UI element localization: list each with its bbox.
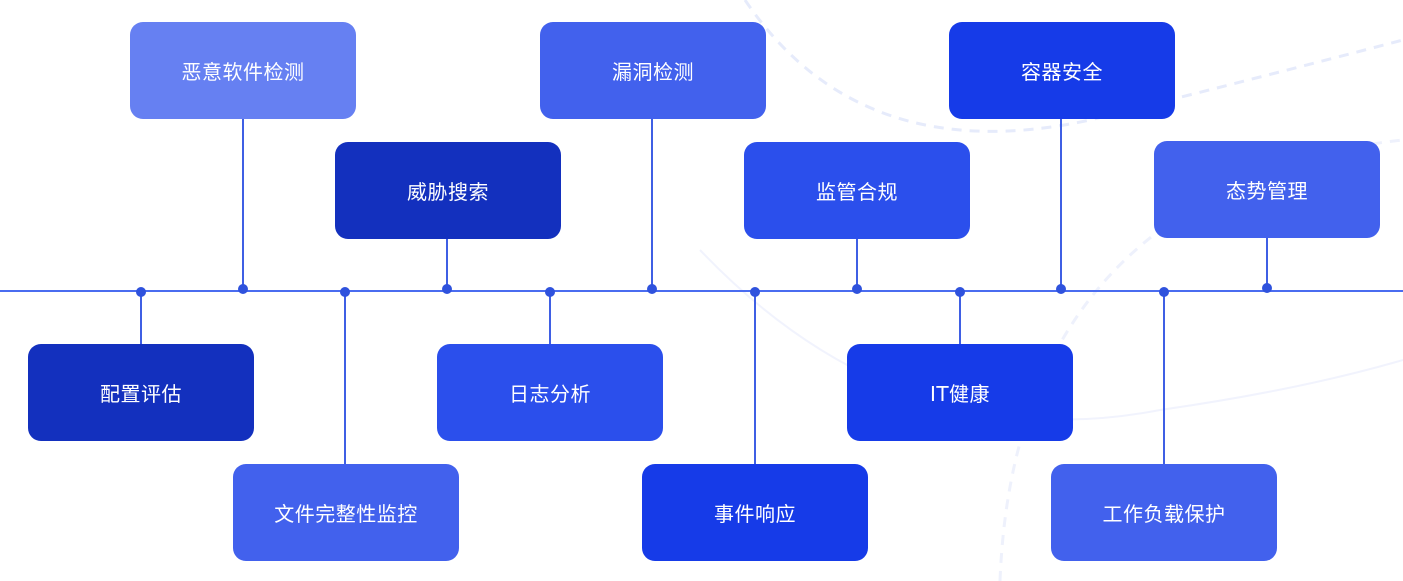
- connector-file-integrity-monitoring: [344, 291, 346, 465]
- connector-incident-response: [754, 291, 756, 465]
- card-configuration-assessment[interactable]: 配置评估: [28, 344, 254, 441]
- axis-node-configuration-assessment: [136, 287, 146, 297]
- card-file-integrity-monitoring[interactable]: 文件完整性监控: [233, 464, 459, 561]
- connector-it-hygiene: [959, 291, 961, 345]
- card-log-analysis[interactable]: 日志分析: [437, 344, 663, 441]
- card-label: 漏洞检测: [612, 60, 694, 84]
- connector-regulatory-compliance: [856, 238, 858, 291]
- card-label: 文件完整性监控: [274, 502, 418, 526]
- connector-container-security: [1060, 118, 1062, 291]
- connector-log-analysis: [549, 291, 551, 345]
- timeline-axis: [0, 290, 1403, 292]
- axis-node-container-security: [1056, 284, 1066, 294]
- axis-node-posture-management: [1262, 283, 1272, 293]
- axis-node-vulnerability-detection: [647, 284, 657, 294]
- card-it-hygiene[interactable]: IT健康: [847, 344, 1073, 441]
- card-malware-detection[interactable]: 恶意软件检测: [130, 22, 356, 119]
- card-regulatory-compliance[interactable]: 监管合规: [744, 142, 970, 239]
- card-label: 配置评估: [100, 382, 182, 406]
- connector-configuration-assessment: [140, 291, 142, 345]
- connector-vulnerability-detection: [651, 118, 653, 291]
- axis-node-workload-protection: [1159, 287, 1169, 297]
- connector-threat-hunting: [446, 238, 448, 291]
- card-label: 工作负载保护: [1102, 502, 1226, 526]
- axis-node-log-analysis: [545, 287, 555, 297]
- card-vulnerability-detection[interactable]: 漏洞检测: [540, 22, 766, 119]
- card-label: IT健康: [929, 382, 991, 406]
- connector-malware-detection: [242, 118, 244, 291]
- card-container-security[interactable]: 容器安全: [949, 22, 1175, 119]
- card-posture-management[interactable]: 态势管理: [1154, 141, 1380, 238]
- card-label: 事件响应: [714, 502, 796, 526]
- axis-node-it-hygiene: [955, 287, 965, 297]
- axis-node-malware-detection: [238, 284, 248, 294]
- card-label: 恶意软件检测: [181, 60, 305, 84]
- card-threat-hunting[interactable]: 威胁搜索: [335, 142, 561, 239]
- card-incident-response[interactable]: 事件响应: [642, 464, 868, 561]
- card-label: 容器安全: [1021, 60, 1103, 84]
- card-workload-protection[interactable]: 工作负载保护: [1051, 464, 1277, 561]
- card-label: 威胁搜索: [407, 180, 489, 204]
- axis-node-incident-response: [750, 287, 760, 297]
- card-label: 态势管理: [1226, 179, 1308, 203]
- axis-node-threat-hunting: [442, 284, 452, 294]
- axis-node-file-integrity-monitoring: [340, 287, 350, 297]
- axis-node-regulatory-compliance: [852, 284, 862, 294]
- connector-workload-protection: [1163, 291, 1165, 465]
- card-label: 日志分析: [509, 382, 591, 406]
- connector-posture-management: [1266, 237, 1268, 291]
- card-label: 监管合规: [816, 180, 898, 204]
